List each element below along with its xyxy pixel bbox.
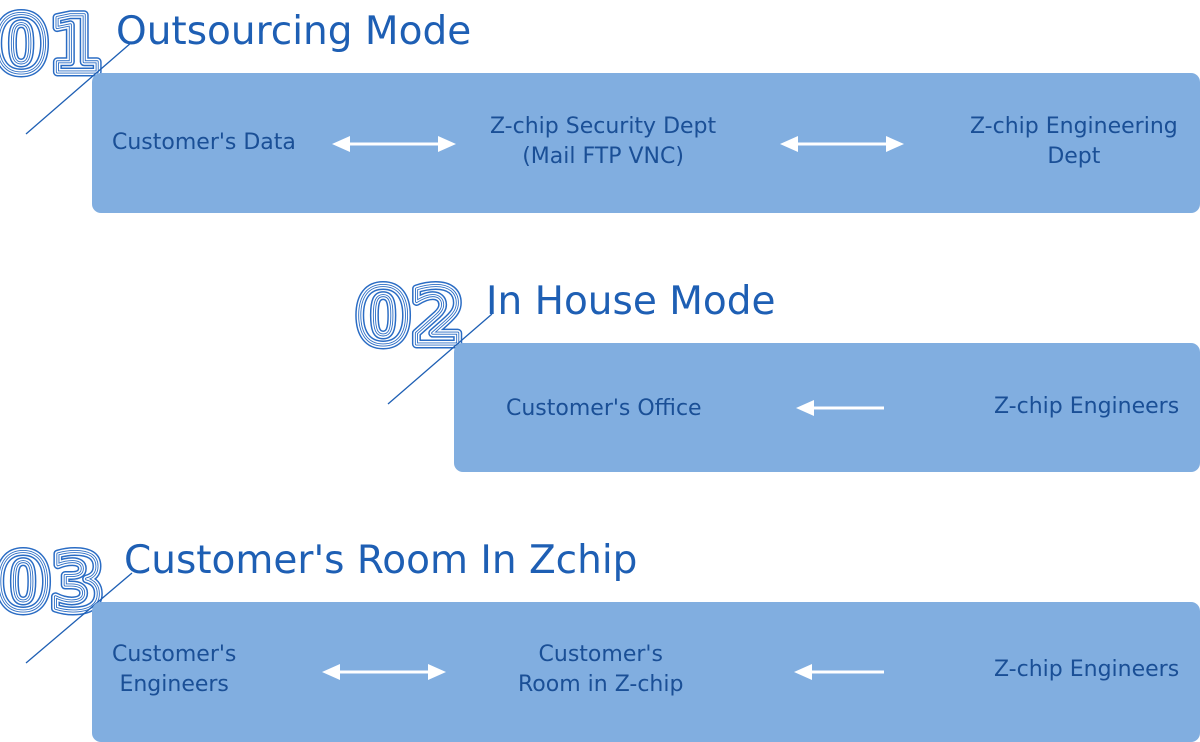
node-line: Customer's Data [112, 130, 296, 155]
section-title: Outsourcing Mode [116, 9, 472, 54]
node-line: Room in Z-chip [518, 672, 684, 697]
node-customers-room-in-zchip: Customer's Room in Z-chip [518, 640, 683, 700]
node-line: Z-chip Engineers [994, 394, 1180, 419]
node-line: Dept [1047, 144, 1101, 169]
numeral-outline-gap: 03 [0, 539, 105, 629]
numeral-outline-core: 02 [356, 273, 465, 363]
section-title: In House Mode [486, 279, 776, 324]
numeral-outline-inner: 02 [356, 273, 465, 363]
numeral-outline-inner: 03 [0, 539, 105, 629]
node-customers-office: Customer's Office [506, 394, 702, 424]
left-arrow [796, 400, 884, 416]
numeral-outline-core: 03 [0, 539, 105, 629]
node-line: Customer's [112, 642, 237, 667]
decorative-slash [387, 313, 493, 405]
node-line: Z-chip Engineers [994, 657, 1180, 682]
node-line: Z-chip Security Dept [490, 114, 717, 139]
node-customers-data: Customer's Data [112, 128, 296, 158]
section-number-02: 02 02 02 02 [352, 269, 470, 368]
section-number-03: 03 03 03 03 [0, 535, 109, 634]
node-engineering-dept: Z-chip Engineering Dept [970, 112, 1178, 172]
node-zchip-engineers: Z-chip Engineers [994, 655, 1179, 685]
decorative-slash [25, 572, 133, 664]
bidirectional-arrow [322, 664, 446, 680]
numeral-outline-inner: 01 [0, 1, 103, 91]
numeral-outline-gap: 02 [356, 273, 465, 363]
decorative-slash [25, 41, 133, 135]
bidirectional-arrow [780, 136, 904, 152]
node-line: (Mail FTP VNC) [522, 144, 684, 169]
section-title: Customer's Room In Zchip [124, 538, 638, 583]
node-line: Z-chip Engineering [970, 114, 1178, 139]
left-arrow [794, 664, 884, 680]
section-number-01: 01 01 01 01 [0, 0, 107, 96]
node-zchip-engineers: Z-chip Engineers [994, 392, 1179, 422]
numeral-outline-gap: 01 [0, 1, 103, 91]
node-line: Customer's [538, 642, 663, 667]
flow-panel [92, 602, 1200, 742]
flow-panel [92, 73, 1200, 213]
bidirectional-arrow [332, 136, 456, 152]
node-customers-engineers: Customer's Engineers [112, 640, 236, 700]
node-line: Customer's Office [506, 396, 702, 421]
node-line: Engineers [119, 672, 229, 697]
numeral-outline-outer: 03 [0, 539, 105, 629]
numeral-outline-core: 01 [0, 1, 103, 91]
node-security-dept: Z-chip Security Dept (Mail FTP VNC) [490, 112, 716, 172]
